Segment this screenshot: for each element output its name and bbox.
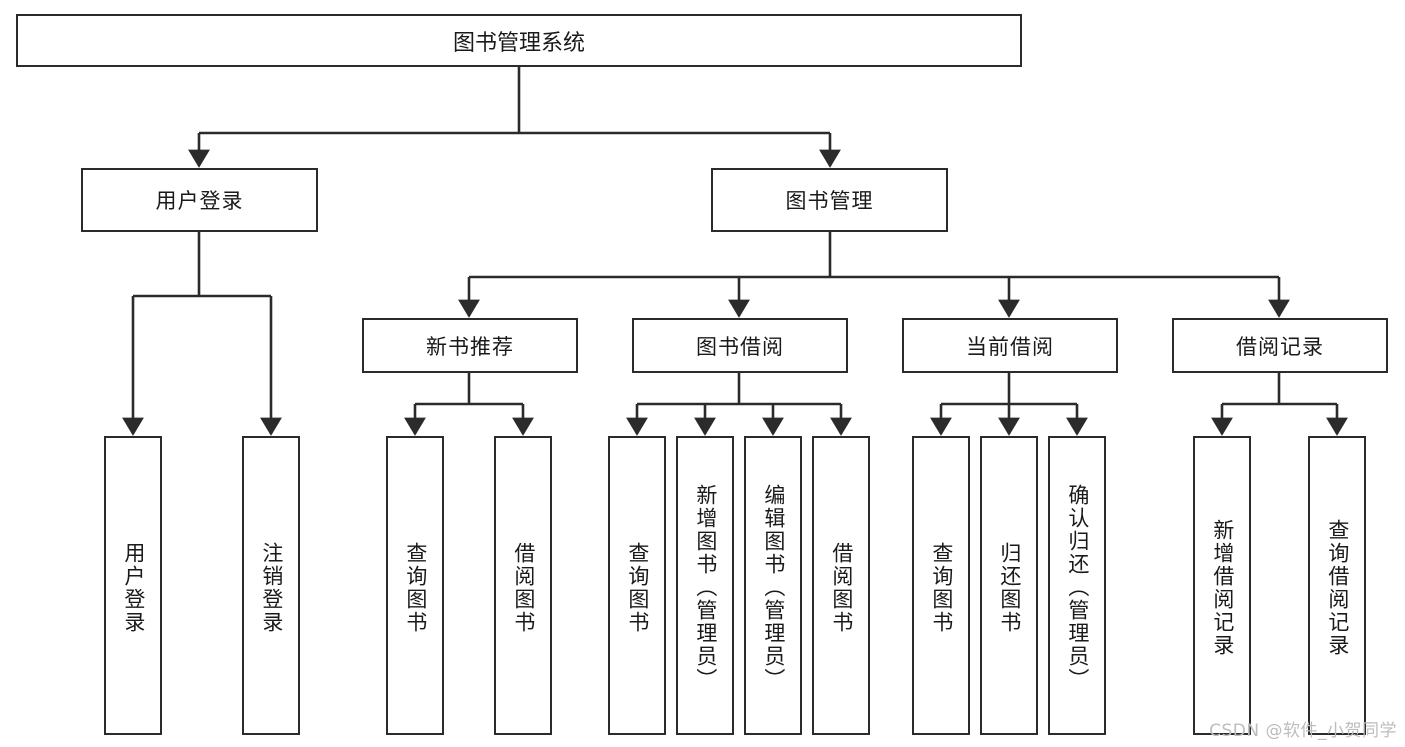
leaf-label: 查询图书 (403, 541, 428, 634)
node-book-borrow[interactable]: 图书借阅 (632, 318, 848, 373)
leaf-borrow-edit-book-admin[interactable]: 编辑图书（管理员） (744, 436, 802, 735)
leaf-label: 查询图书 (625, 541, 650, 634)
leaf-borrow-query-book[interactable]: 查询图书 (608, 436, 666, 735)
leaf-label: 新增图书（管理员） (693, 484, 718, 691)
leaf-label: 注销登录 (259, 541, 284, 634)
node-label: 图书借阅 (696, 334, 784, 359)
leaf-current-confirm-return-admin[interactable]: 确认归还（管理员） (1048, 436, 1106, 735)
leaf-label: 查询借阅记录 (1325, 518, 1350, 657)
leaf-label: 用户登录 (121, 541, 146, 634)
node-label: 新书推荐 (426, 334, 514, 359)
leaf-label: 查询图书 (929, 541, 954, 634)
leaf-label: 借阅图书 (511, 541, 536, 634)
watermark: CSDN @软件_小贺同学 (1209, 721, 1397, 741)
node-user-login[interactable]: 用户登录 (81, 168, 318, 232)
node-label: 借阅记录 (1236, 334, 1324, 359)
leaf-user-login[interactable]: 用户登录 (104, 436, 162, 735)
leaf-records-query-record[interactable]: 查询借阅记录 (1308, 436, 1366, 735)
leaf-records-add-record[interactable]: 新增借阅记录 (1193, 436, 1251, 735)
leaf-logout[interactable]: 注销登录 (242, 436, 300, 735)
leaf-label: 借阅图书 (829, 541, 854, 634)
node-label: 图书管理 (785, 189, 874, 213)
leaf-newbook-borrow-book[interactable]: 借阅图书 (494, 436, 552, 735)
leaf-borrow-add-book-admin[interactable]: 新增图书（管理员） (676, 436, 734, 735)
node-new-book-recommend[interactable]: 新书推荐 (362, 318, 578, 373)
leaf-borrow-borrow-book[interactable]: 借阅图书 (812, 436, 870, 735)
leaf-label: 确认归还（管理员） (1065, 484, 1090, 691)
leaf-label: 归还图书 (997, 541, 1022, 634)
node-current-borrow[interactable]: 当前借阅 (902, 318, 1118, 373)
node-borrow-records[interactable]: 借阅记录 (1172, 318, 1388, 373)
node-root-system[interactable]: 图书管理系统 (16, 14, 1022, 67)
leaf-current-return-book[interactable]: 归还图书 (980, 436, 1038, 735)
leaf-current-query-book[interactable]: 查询图书 (912, 436, 970, 735)
node-book-management[interactable]: 图书管理 (711, 168, 948, 232)
leaf-label: 新增借阅记录 (1210, 518, 1235, 657)
leaf-newbook-query-book[interactable]: 查询图书 (386, 436, 444, 735)
node-label: 当前借阅 (966, 334, 1054, 359)
node-label: 用户登录 (155, 189, 244, 213)
leaf-label: 编辑图书（管理员） (761, 484, 786, 691)
node-label: 图书管理系统 (452, 30, 585, 56)
